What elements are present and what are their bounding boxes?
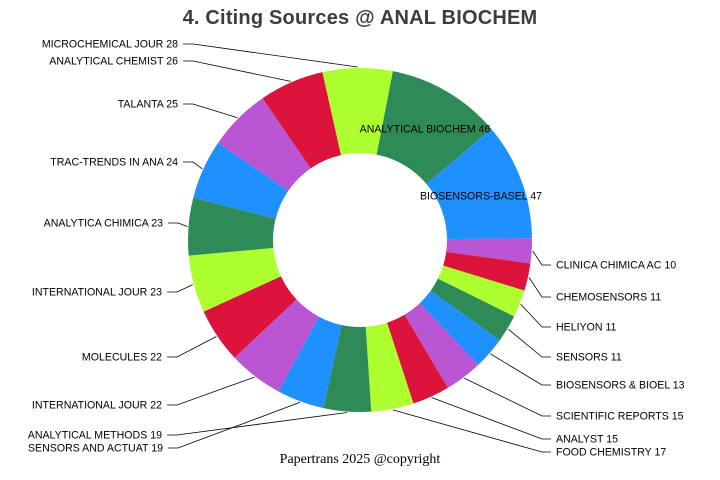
leader-line-scientific-reports-15 (464, 377, 551, 417)
pie-slice-analytica-chimica-23 (188, 197, 276, 256)
pie-slice-microchemical-jour-28 (322, 68, 393, 156)
slice-label-heliyon-11: HELIYON 11 (556, 322, 617, 334)
slice-label-international-jour-23: INTERNATIONAL JOUR 23 (32, 287, 162, 299)
pie-slice-international-jour-23 (188, 247, 281, 312)
leader-line-analytica-chimica-23 (168, 222, 188, 227)
leader-line-talanta-25 (183, 103, 238, 119)
pie-slice-heliyon-11 (437, 265, 525, 317)
pie-slice-analytical-methods-19 (323, 325, 372, 412)
pie-slice-clinica-chimica-ac-10 (446, 238, 532, 264)
pie-slice-molecules-22 (203, 276, 297, 358)
slice-label-talanta-25: TALANTA 25 (118, 99, 178, 111)
leader-line-chemosensors-11 (528, 277, 551, 298)
leader-line-international-jour-23 (167, 284, 193, 293)
pie-slice-chemosensors-11 (443, 251, 531, 291)
pie-slice-analyst-15 (387, 314, 448, 404)
slice-label-trac-trends-in-ana-24: TRAC-TRENDS IN ANA 24 (50, 157, 178, 169)
leader-line-sensors-11 (508, 328, 551, 358)
pie-slice-food-chemistry-17 (365, 322, 414, 412)
pie-slice-sensors-and-actuat-19 (278, 316, 342, 409)
pie-slice-trac-trends-in-ana-24 (193, 142, 289, 219)
leader-line-food-chemistry-17 (392, 409, 551, 453)
pie-slice-biosensors-bioel-13 (419, 290, 500, 366)
slice-label-chemosensors-11: CHEMOSENSORS 11 (556, 292, 661, 304)
leader-line-molecules-22 (167, 336, 217, 358)
leader-line-international-jour-22 (167, 376, 255, 406)
pie-slice-sensors-11 (430, 278, 515, 341)
slice-label-scientific-reports-15: SCIENTIFIC REPORTS 15 (556, 411, 684, 423)
slice-label-sensors-11: SENSORS 11 (556, 352, 622, 364)
slice-label-food-chemistry-17: FOOD CHEMISTRY 17 (556, 447, 666, 459)
slice-label-international-jour-22: INTERNATIONAL JOUR 22 (32, 400, 162, 412)
leader-line-clinica-chimica-ac-10 (532, 250, 551, 266)
slice-label-biosensors-basel-47: BIOSENSORS-BASEL 47 (420, 191, 542, 203)
slice-label-clinica-chimica-ac-10: CLINICA CHIMICA AC 10 (556, 260, 676, 272)
copyright-footer: Papertrans 2025 @copyright (279, 452, 441, 467)
leader-line-analytical-chemist-26 (183, 60, 291, 82)
slices-group (188, 68, 532, 412)
slice-labels-group: ANALYTICAL BIOCHEM 46 BIOSENSORS-BASEL 47… (28, 39, 685, 459)
leader-lines-group (167, 43, 551, 453)
leader-line-trac-trends-in-ana-24 (183, 161, 203, 170)
leader-line-sensors-and-actuat-19 (168, 401, 301, 449)
pie-slice-international-jour-22 (234, 299, 319, 392)
slice-label-biosensors-bioel-13: BIOSENSORS & BIOEL 13 (556, 380, 685, 392)
leader-line-analytical-methods-19 (167, 412, 348, 436)
slice-label-analytical-biochem-46: ANALYTICAL BIOCHEM 46 (360, 124, 491, 136)
slice-label-analytical-methods-19: ANALYTICAL METHODS 19 (28, 430, 162, 442)
leader-line-biosensors-bioel-13 (490, 353, 551, 386)
pie-slice-scientific-reports-15 (404, 303, 479, 388)
leader-line-heliyon-11 (520, 303, 551, 328)
slice-label-microchemical-jour-28: MICROCHEMICAL JOUR 28 (42, 39, 178, 51)
slice-label-molecules-22: MOLECULES 22 (82, 352, 162, 364)
leader-line-analyst-15 (431, 397, 551, 440)
slice-label-sensors-and-actuat-19: SENSORS AND ACTUAT 19 (28, 443, 163, 455)
slice-label-analytica-chimica-23: ANALYTICA CHIMICA 23 (44, 218, 163, 230)
slice-label-analyst-15: ANALYST 15 (556, 434, 618, 446)
pie-slice-talanta-25 (218, 98, 311, 191)
pie-slice-analytical-biochem-46 (376, 71, 492, 184)
pie-slice-analytical-chemist-26 (262, 72, 342, 169)
leader-line-microchemical-jour-28 (183, 43, 358, 68)
slice-label-analytical-chemist-26: ANALYTICAL CHEMIST 26 (49, 56, 178, 68)
pie-slice-biosensors-basel-47 (426, 128, 532, 240)
chart-title: 4. Citing Sources @ ANAL BIOCHEM (182, 7, 538, 29)
